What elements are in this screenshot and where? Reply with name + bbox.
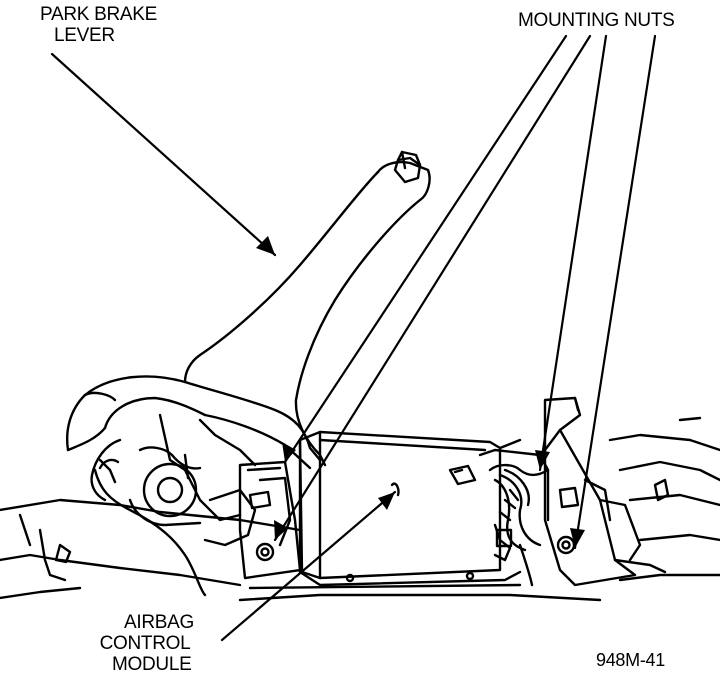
- left-wire: [93, 458, 207, 597]
- airbag-control-module-box: [238, 430, 602, 602]
- airbag-label-line2: CONTROL: [99, 633, 191, 654]
- mounting-nuts-label: MOUNTING NUTS: [518, 10, 675, 31]
- right-mounting-bracket: [543, 396, 667, 587]
- park-brake-lever-label: PARK BRAKE LEVER: [40, 4, 157, 46]
- airbag-label-line1: AIRBAG: [124, 612, 194, 633]
- leader-airbag: [220, 490, 397, 642]
- leader-park-brake: [50, 52, 277, 257]
- airbag-control-module-label: AIRBAG CONTROL MODULE: [96, 612, 195, 675]
- park-brake-label-line1: PARK BRAKE: [40, 4, 158, 25]
- leader-nut-3: [538, 34, 608, 472]
- park-brake-lever: [66, 150, 431, 547]
- wire-harness: [478, 448, 550, 587]
- leader-lines: [50, 34, 657, 642]
- leader-nut-4: [573, 34, 657, 550]
- floor-panel: [0, 416, 720, 600]
- park-brake-label-line2: LEVER: [54, 25, 115, 46]
- leader-nut-2: [273, 34, 592, 542]
- airbag-label-line3: MODULE: [112, 654, 192, 675]
- leader-nut-1: [283, 34, 568, 464]
- figure-number: 948M-41: [596, 650, 665, 670]
- arrowheads: [256, 236, 585, 548]
